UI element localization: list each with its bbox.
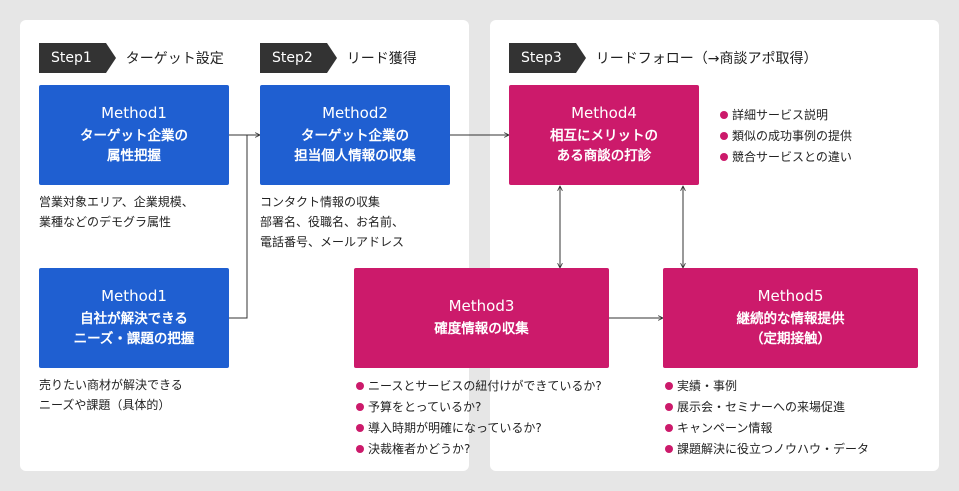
method1a-note: 営業対象エリア、企業規模、 業種などのデモグラ属性	[39, 195, 194, 229]
step3-tag: Step3	[509, 43, 586, 73]
list-item: 実績・事例	[665, 376, 869, 397]
line-m1b-merge	[229, 135, 248, 319]
method4-text: 相互にメリットの ある商談の打診	[550, 128, 658, 164]
method1a-label: Method1	[101, 104, 167, 122]
list-item: キャンペーン情報	[665, 418, 869, 439]
method5-text: 継続的な情報提供 （定期接触）	[736, 311, 845, 347]
method2-note: コンタクト情報の収集 部署名、役職名、お名前、 電話番号、メールアドレス	[260, 195, 405, 249]
method4-list: 詳細サービス説明 類似の成功事例の提供 競合サービスとの違い	[720, 105, 852, 168]
method3-list: ニースとサービスの紐付けができているか? 予算をとっているか? 導入時期が明確に…	[356, 376, 602, 460]
method2-label: Method2	[322, 104, 388, 122]
method1b-label: Method1	[101, 287, 167, 305]
list-item: 類似の成功事例の提供	[720, 126, 852, 147]
list-item: 詳細サービス説明	[720, 105, 852, 126]
step1-header: Step1 ターゲット設定	[39, 43, 224, 73]
method1-attribute-box: Method1 ターゲット企業の 属性把握	[39, 85, 229, 185]
method3-label: Method3	[448, 297, 515, 315]
method1b-note: 売りたい商材が解決できる ニーズや課題（具体的）	[39, 378, 183, 412]
method4-label: Method4	[571, 104, 637, 122]
step3-header: Step3 リードフォロー（→商談アポ取得）	[509, 43, 818, 73]
method3-box: Method3 確度情報の収集	[354, 268, 609, 368]
list-item: 競合サービスとの違い	[720, 147, 852, 168]
list-item: 展示会・セミナーへの来場促進	[665, 397, 869, 418]
step3-title: リードフォロー（→商談アポ取得）	[595, 51, 818, 67]
step2-header: Step2 リード獲得	[260, 43, 417, 73]
method3-text: 確度情報の収集	[434, 321, 529, 337]
list-item: 決裁権者かどうか?	[356, 439, 602, 460]
list-item: ニースとサービスの紐付けができているか?	[356, 376, 602, 397]
step1-title: ターゲット設定	[125, 51, 224, 67]
method5-list: 実績・事例 展示会・セミナーへの来場促進 キャンペーン情報 課題解決に役立つノウ…	[665, 376, 869, 460]
method2-text: ターゲット企業の 担当個人情報の収集	[294, 128, 416, 164]
step1-tag: Step1	[39, 43, 116, 73]
method4-box: Method4 相互にメリットの ある商談の打診	[509, 85, 699, 185]
list-item: 導入時期が明確になっているか?	[356, 418, 602, 439]
method1b-text: 自社が解決できる ニーズ・課題の把握	[73, 311, 195, 347]
step2-title: リード獲得	[346, 51, 417, 67]
method1a-text: ターゲット企業の 属性把握	[80, 128, 188, 164]
step2-tag: Step2	[260, 43, 337, 73]
method1-needs-box: Method1 自社が解決できる ニーズ・課題の把握	[39, 268, 229, 368]
method5-label: Method5	[757, 287, 824, 305]
method2-box: Method2 ターゲット企業の 担当個人情報の収集	[260, 85, 450, 185]
method5-box: Method5 継続的な情報提供 （定期接触）	[663, 268, 918, 368]
list-item: 予算をとっているか?	[356, 397, 602, 418]
list-item: 課題解決に役立つノウハウ・データ	[665, 439, 869, 460]
